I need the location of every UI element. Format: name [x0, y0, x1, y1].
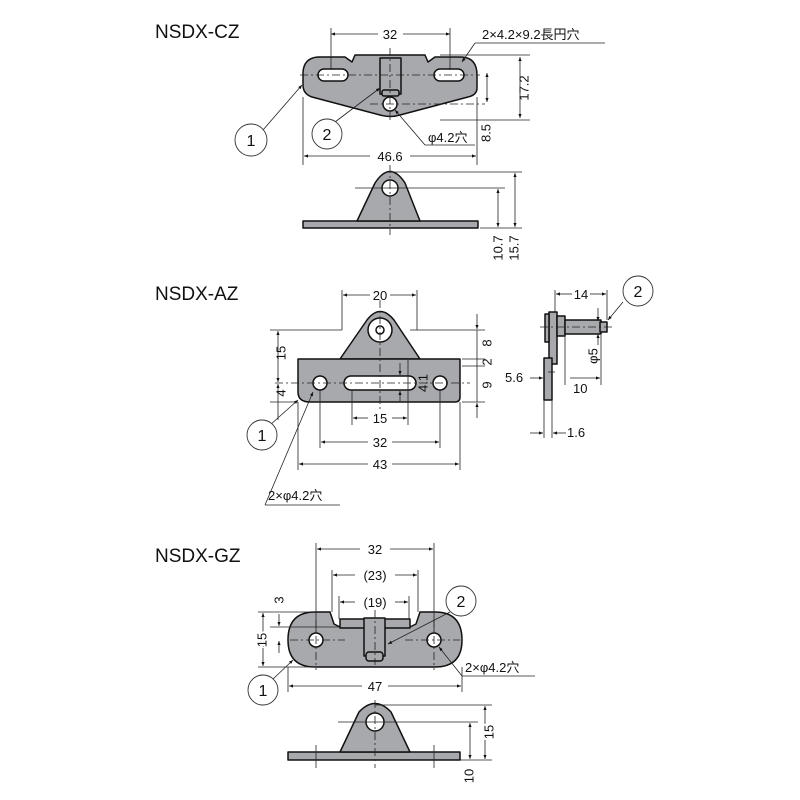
model-title-az: NSDX-AZ: [155, 284, 239, 305]
nsdx-cz-section: NSDX-CZ 32 2×4.2×9.2長円穴 17.2 8.5 φ4.2穴: [155, 22, 605, 261]
dim-3: 3: [271, 596, 286, 603]
dim-5-6: 5.6: [505, 370, 523, 385]
slot-label: 2×4.2×9.2長円穴: [482, 27, 580, 42]
dim-19: (19): [363, 595, 386, 610]
gz-top-view: [287, 610, 463, 670]
dim-23: (23): [363, 568, 386, 583]
dim-8-5: 8.5: [478, 124, 493, 142]
dim-9: 9: [479, 381, 494, 388]
dim-phi5: φ5: [585, 348, 600, 364]
dim-15-side: 15: [481, 725, 496, 739]
callout-1-gz: 1: [259, 683, 268, 700]
dim-15-gz: 15: [254, 633, 269, 647]
cz-side-view: 10.7 15.7: [302, 165, 522, 261]
dim-10-7: 10.7: [490, 235, 505, 260]
callout-1-cz: 1: [247, 133, 256, 150]
hole-label-az: 2×φ4.2穴: [268, 488, 322, 503]
cz-dimensions: 32 2×4.2×9.2長円穴 17.2 8.5 φ4.2穴 46.6 1 2: [234, 27, 605, 165]
dim-14: 14: [574, 287, 588, 302]
az-front-view: [275, 300, 470, 410]
model-title-gz: NSDX-GZ: [155, 546, 241, 567]
dim-32-gz: 32: [368, 542, 382, 557]
dim-32: 32: [383, 27, 397, 42]
dim-32-az: 32: [373, 435, 387, 450]
gz-side-view: 15 10: [287, 700, 498, 783]
dim-1-6: 1.6: [567, 425, 585, 440]
az-dimensions: 20 15 4 8 2 9 4.1 15 32 43: [246, 288, 494, 506]
hole-label-cz: φ4.2穴: [428, 130, 468, 145]
callout-2-gz: 2: [457, 594, 466, 611]
model-title-cz: NSDX-CZ: [155, 22, 240, 43]
dim-8: 8: [479, 339, 494, 346]
dim-15-7: 15.7: [506, 235, 521, 260]
callout-1-az: 1: [258, 428, 267, 445]
dim-46-6: 46.6: [377, 149, 402, 164]
dim-47: 47: [368, 679, 382, 694]
dim-20: 20: [373, 288, 387, 303]
dim-4-1: 4.1: [415, 374, 430, 392]
dim-43: 43: [373, 457, 387, 472]
dim-15-horizontal: 15: [373, 411, 387, 426]
dim-10-az: 10: [573, 381, 587, 396]
hole-label-gz: 2×φ4.2穴: [465, 660, 519, 675]
dim-15-vertical: 15: [273, 346, 288, 360]
dim-4: 4: [273, 389, 288, 396]
callout-2-cz: 2: [323, 127, 332, 144]
dim-17-2: 17.2: [516, 75, 531, 100]
nsdx-az-section: NSDX-AZ 20 15 4 8 2 9 4.1: [155, 275, 654, 506]
az-side-view: 14 2 φ5 5.6 10 1.6: [505, 275, 654, 440]
cz-top-view: [300, 48, 485, 120]
gz-dimensions: 32 (23) (19) 3 15 47 1 2 2×φ4.2穴: [247, 542, 535, 706]
nsdx-gz-section: NSDX-GZ 32 (23) (19) 3 15: [155, 542, 535, 783]
callout-2-az: 2: [634, 284, 643, 301]
dim-10-side: 10: [461, 769, 476, 783]
dim-2: 2: [479, 358, 494, 365]
